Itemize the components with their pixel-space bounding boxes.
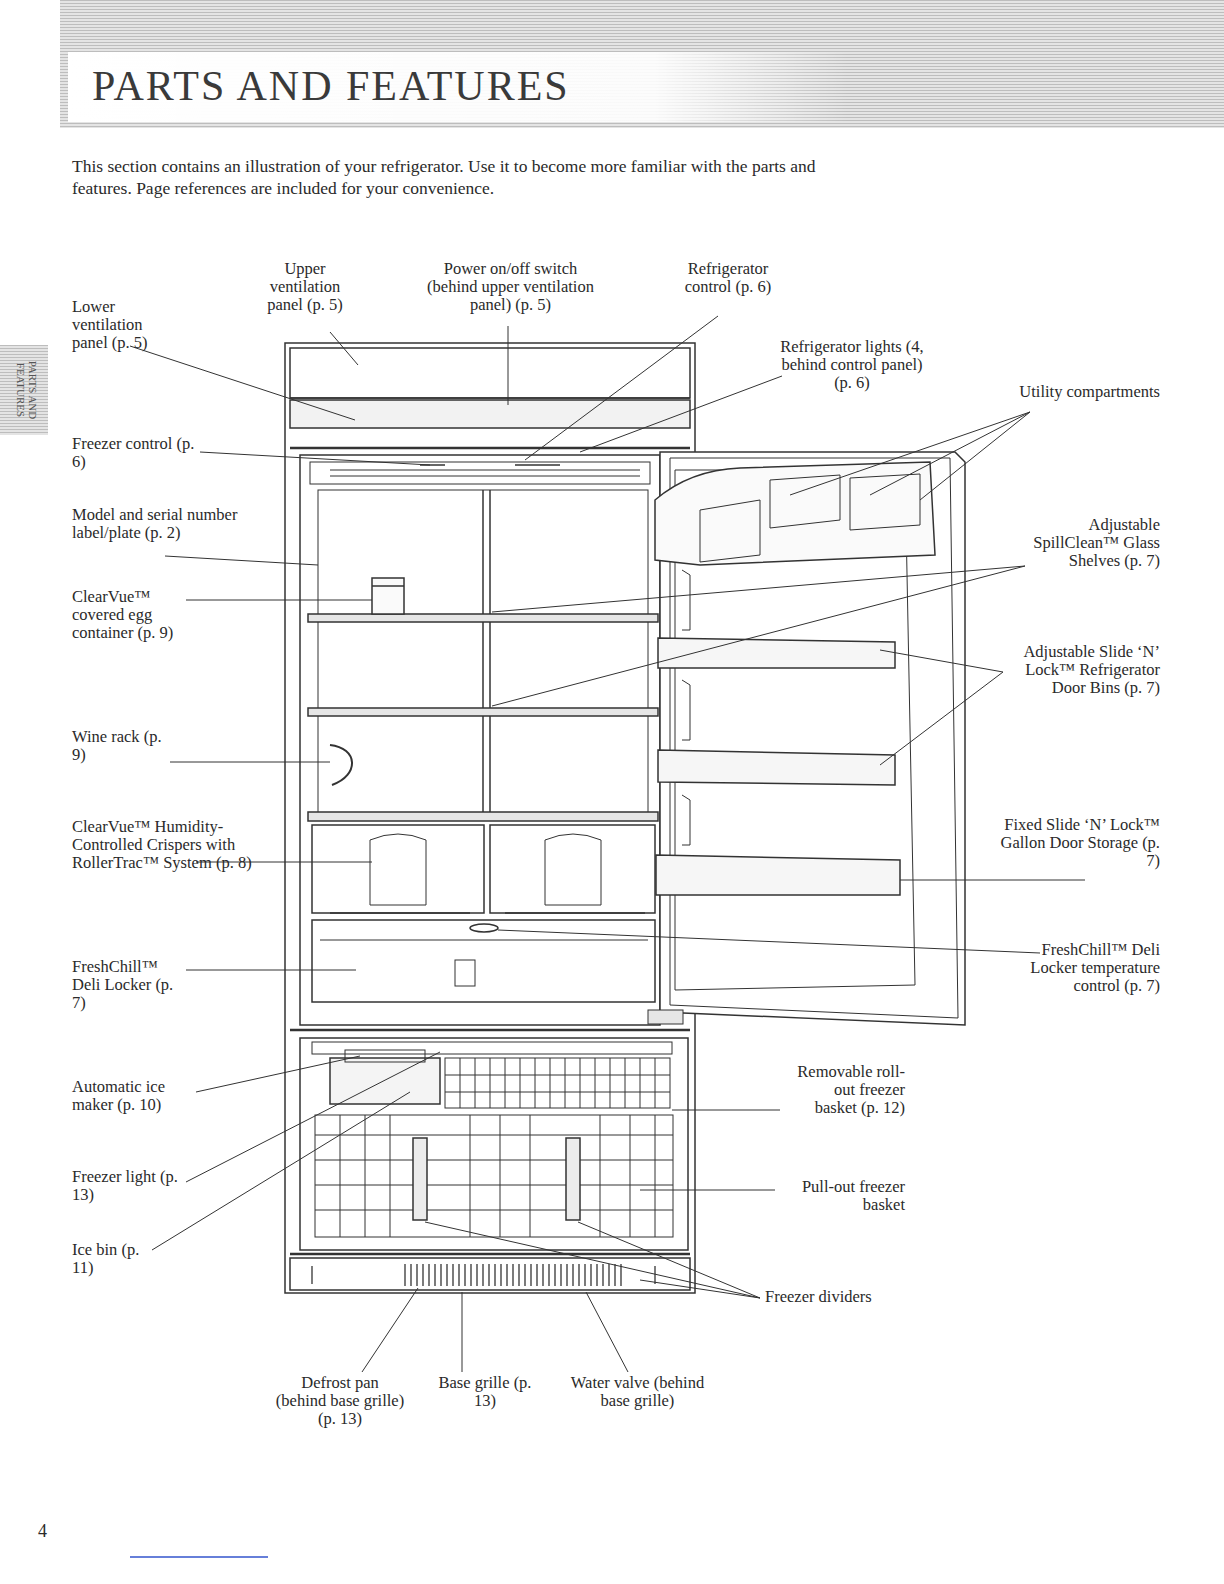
part-callout: Freezer control (p. 6) xyxy=(72,435,202,471)
part-callout: Adjustable Slide ‘N’ Lock™ Refrigerator … xyxy=(995,643,1160,697)
part-callout: Upper ventilation panel (p. 5) xyxy=(255,260,355,314)
part-callout: FreshChill™ Deli Locker temperature cont… xyxy=(1015,941,1160,995)
part-callout: Fixed Slide ‘N’ Lock™ Gallon Door Storag… xyxy=(990,816,1160,870)
part-callout: ClearVue™ Humidity-Controlled Crispers w… xyxy=(72,818,272,872)
part-callout: Freezer light (p. 13) xyxy=(72,1168,184,1204)
part-callout: Model and serial number label/plate (p. … xyxy=(72,506,257,542)
page-title: PARTS AND FEATURES xyxy=(92,58,570,114)
part-callout: Ice bin (p. 11) xyxy=(72,1241,152,1277)
page-number: 4 xyxy=(38,1520,68,1542)
intro-text: This section contains an illustration of… xyxy=(72,156,872,199)
part-callout: Power on/off switch (behind upper ventil… xyxy=(418,260,603,314)
part-callout: Base grille (p. 13) xyxy=(430,1374,540,1410)
part-callout: Water valve (behind base grille) xyxy=(570,1374,705,1410)
part-callout: FreshChill™ Deli Locker (p. 7) xyxy=(72,958,184,1012)
part-callout: Automatic ice maker (p. 10) xyxy=(72,1078,194,1114)
part-callout: Lower ventilation panel (p. 5) xyxy=(72,298,172,352)
part-callout: ClearVue™ covered egg container (p. 9) xyxy=(72,588,184,642)
part-callout: Removable roll-out freezer basket (p. 12… xyxy=(790,1063,905,1117)
part-callout: Adjustable SpillClean™ Glass Shelves (p.… xyxy=(1005,516,1160,570)
part-callout: Utility compartments xyxy=(1015,383,1160,401)
side-tab: PARTS AND FEATURES xyxy=(9,345,39,435)
part-callout: Pull-out freezer basket xyxy=(765,1178,905,1214)
part-callout: Refrigerator control (p. 6) xyxy=(668,260,788,296)
part-callout: Refrigerator lights (4, behind control p… xyxy=(772,338,932,392)
part-callout: Wine rack (p. 9) xyxy=(72,728,172,764)
part-callout: Defrost pan (behind base grille) (p. 13) xyxy=(275,1374,405,1428)
part-callout: Freezer dividers xyxy=(765,1288,925,1306)
